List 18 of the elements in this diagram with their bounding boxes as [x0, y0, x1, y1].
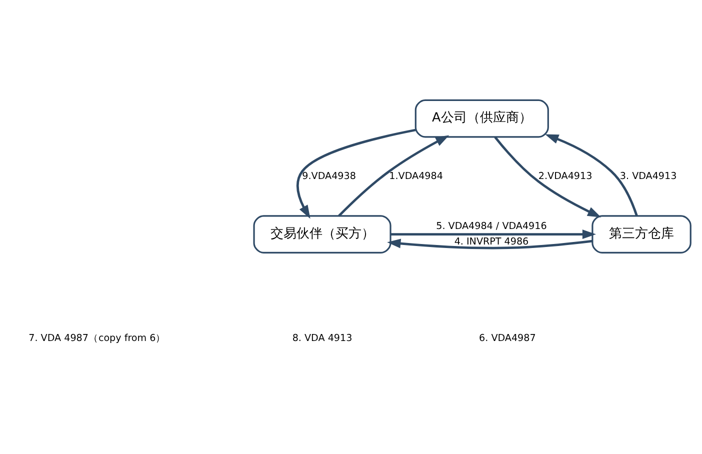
edge-label: 2.VDA4913 — [538, 170, 592, 182]
edge-label: 1.VDA4984 — [389, 170, 443, 182]
arrow — [544, 134, 638, 216]
arrow — [390, 229, 596, 239]
edge-label: 9.VDA4938 — [302, 170, 356, 182]
arrow — [494, 136, 602, 217]
label: 6. VDA4987 — [479, 332, 536, 344]
node-box: 交易伙伴（买方） — [253, 214, 392, 253]
node-box: A公司（供应商） — [414, 98, 549, 138]
arrow — [338, 134, 450, 216]
label: 8. VDA 4913 — [292, 332, 352, 344]
edge-label: 4. INVRPT 4986 — [454, 236, 529, 247]
edge-label: 3. VDA4913 — [620, 170, 677, 182]
arrow — [387, 238, 592, 249]
arrow — [296, 128, 416, 218]
label: 7. VDA 4987（copy from 6） — [28, 332, 166, 344]
node-box: 第三方仓库 — [592, 214, 692, 253]
edge-label: 5. VDA4984 / VDA4916 — [436, 220, 547, 232]
